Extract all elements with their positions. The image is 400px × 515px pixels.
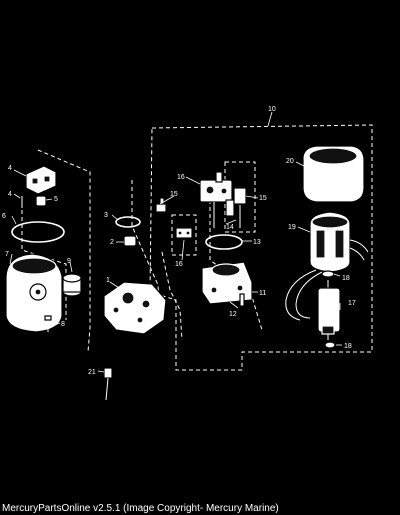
callout-5: 5 [54,196,58,203]
callout-4-upper: 4 [8,165,12,172]
valve-fitting [155,197,167,213]
callout-18-upper: 18 [342,275,350,282]
leader-lines [9,111,342,373]
exploded-parts-diagram: 1 2 3 4 4 5 6 7 8 9 10 11 12 13 14 15 15… [2,106,373,401]
callout-3: 3 [104,212,108,219]
armature [317,280,341,340]
callout-11: 11 [259,290,266,297]
reservoir-o-ring [11,221,65,243]
thrust-washer-lower [324,341,336,349]
motor-wire-b [295,271,323,319]
probe [103,367,113,401]
assembly-line-pump [161,251,183,341]
callout-1: 1 [106,277,110,284]
callout-16-lower: 16 [175,261,183,268]
copyright-footer: MercuryPartsOnline v2.5.1 (Image Copyrig… [2,503,279,514]
callout-10: 10 [268,106,276,113]
callout-4-lower: 4 [8,191,12,198]
assembly-line-left [37,149,91,353]
motor-wire-a [285,269,317,321]
callout-15-right: 15 [259,195,267,202]
valve-cartridge [199,171,235,228]
manifold [103,281,167,335]
callout-21: 21 [88,369,96,376]
callout-15-left: 15 [170,191,178,198]
callout-17: 17 [348,300,356,307]
manifold-fitting [123,235,137,247]
callout-16-upper: 16 [177,174,185,181]
callout-18-lower: 18 [344,343,352,350]
callout-6: 6 [2,213,6,220]
switch-assembly [25,165,57,195]
pump-body [201,261,253,307]
callout-8: 8 [61,321,65,328]
reservoir-nut [35,195,47,207]
manifold-o-ring [115,216,141,228]
check-valve [175,227,193,239]
motor-end-cap [302,145,365,203]
valve-fitting-side [233,187,247,205]
callout-13: 13 [253,239,261,246]
callout-2: 2 [110,239,114,246]
callout-19: 19 [288,224,296,231]
group-16-box [171,214,197,256]
reservoir-screw [44,315,52,332]
reservoir [5,253,63,333]
filter [62,273,82,297]
thrust-washer-upper [321,270,335,278]
callout-14: 14 [226,224,234,231]
callout-7: 7 [5,251,9,258]
callout-12: 12 [229,311,237,318]
motor-field-frame [309,211,369,273]
pump-o-ring [205,234,243,250]
callout-20: 20 [286,158,294,165]
callout-9: 9 [67,258,71,265]
